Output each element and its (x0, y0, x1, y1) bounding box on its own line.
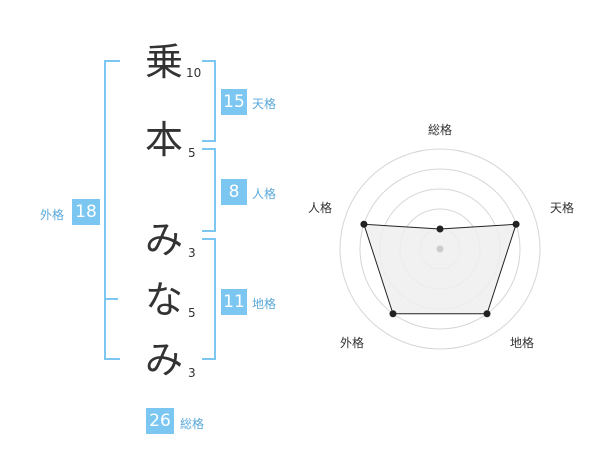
chikaku-value: 11 (221, 289, 247, 315)
stroke-count-1: 10 (186, 66, 202, 80)
gaikaku-value: 18 (72, 199, 100, 225)
radar-grid-ring (359, 168, 521, 330)
chikaku-bracket (202, 238, 216, 360)
gaikaku-bracket (104, 60, 120, 360)
name-char-4: な (144, 278, 183, 322)
radar-point (483, 310, 491, 318)
tenkaku-bracket (202, 60, 216, 142)
name-char-5: み (144, 338, 183, 382)
radar-points (360, 220, 520, 318)
tenkaku-value: 15 (221, 89, 247, 115)
radar-point (436, 225, 444, 233)
stroke-count-3: 3 (188, 246, 196, 260)
chikaku-label: 地格 (252, 297, 277, 311)
radar-label-tenkaku: 天格 (550, 200, 574, 215)
tenkaku-label: 天格 (252, 97, 277, 111)
gaikaku-bracket-divider (104, 298, 118, 300)
jinkaku-value: 8 (221, 179, 247, 205)
stroke-count-5: 3 (188, 366, 196, 380)
radar-label-jinkaku: 人格 (308, 200, 332, 215)
soukaku-value: 26 (146, 408, 174, 434)
radar-point (360, 220, 368, 228)
radar-label-soukaku: 総格 (428, 122, 452, 137)
radar-polygon (363, 223, 517, 315)
radar-point (512, 220, 520, 228)
stroke-count-2: 5 (188, 146, 196, 160)
radar-center-dot (436, 245, 444, 253)
soukaku-label: 総格 (180, 417, 205, 431)
gaikaku-label: 外格 (40, 208, 65, 222)
radar-label-chikaku: 地格 (510, 335, 534, 350)
stroke-count-4: 5 (188, 306, 196, 320)
name-char-3: み (144, 218, 183, 262)
radar-grid-ring (339, 148, 541, 350)
name-char-2: 本 (144, 118, 183, 162)
radar-point (389, 310, 397, 318)
radar-label-gaikaku: 外格 (340, 335, 364, 350)
jinkaku-bracket (202, 148, 216, 232)
name-char-1: 乗 (144, 40, 183, 84)
jinkaku-label: 人格 (252, 187, 277, 201)
